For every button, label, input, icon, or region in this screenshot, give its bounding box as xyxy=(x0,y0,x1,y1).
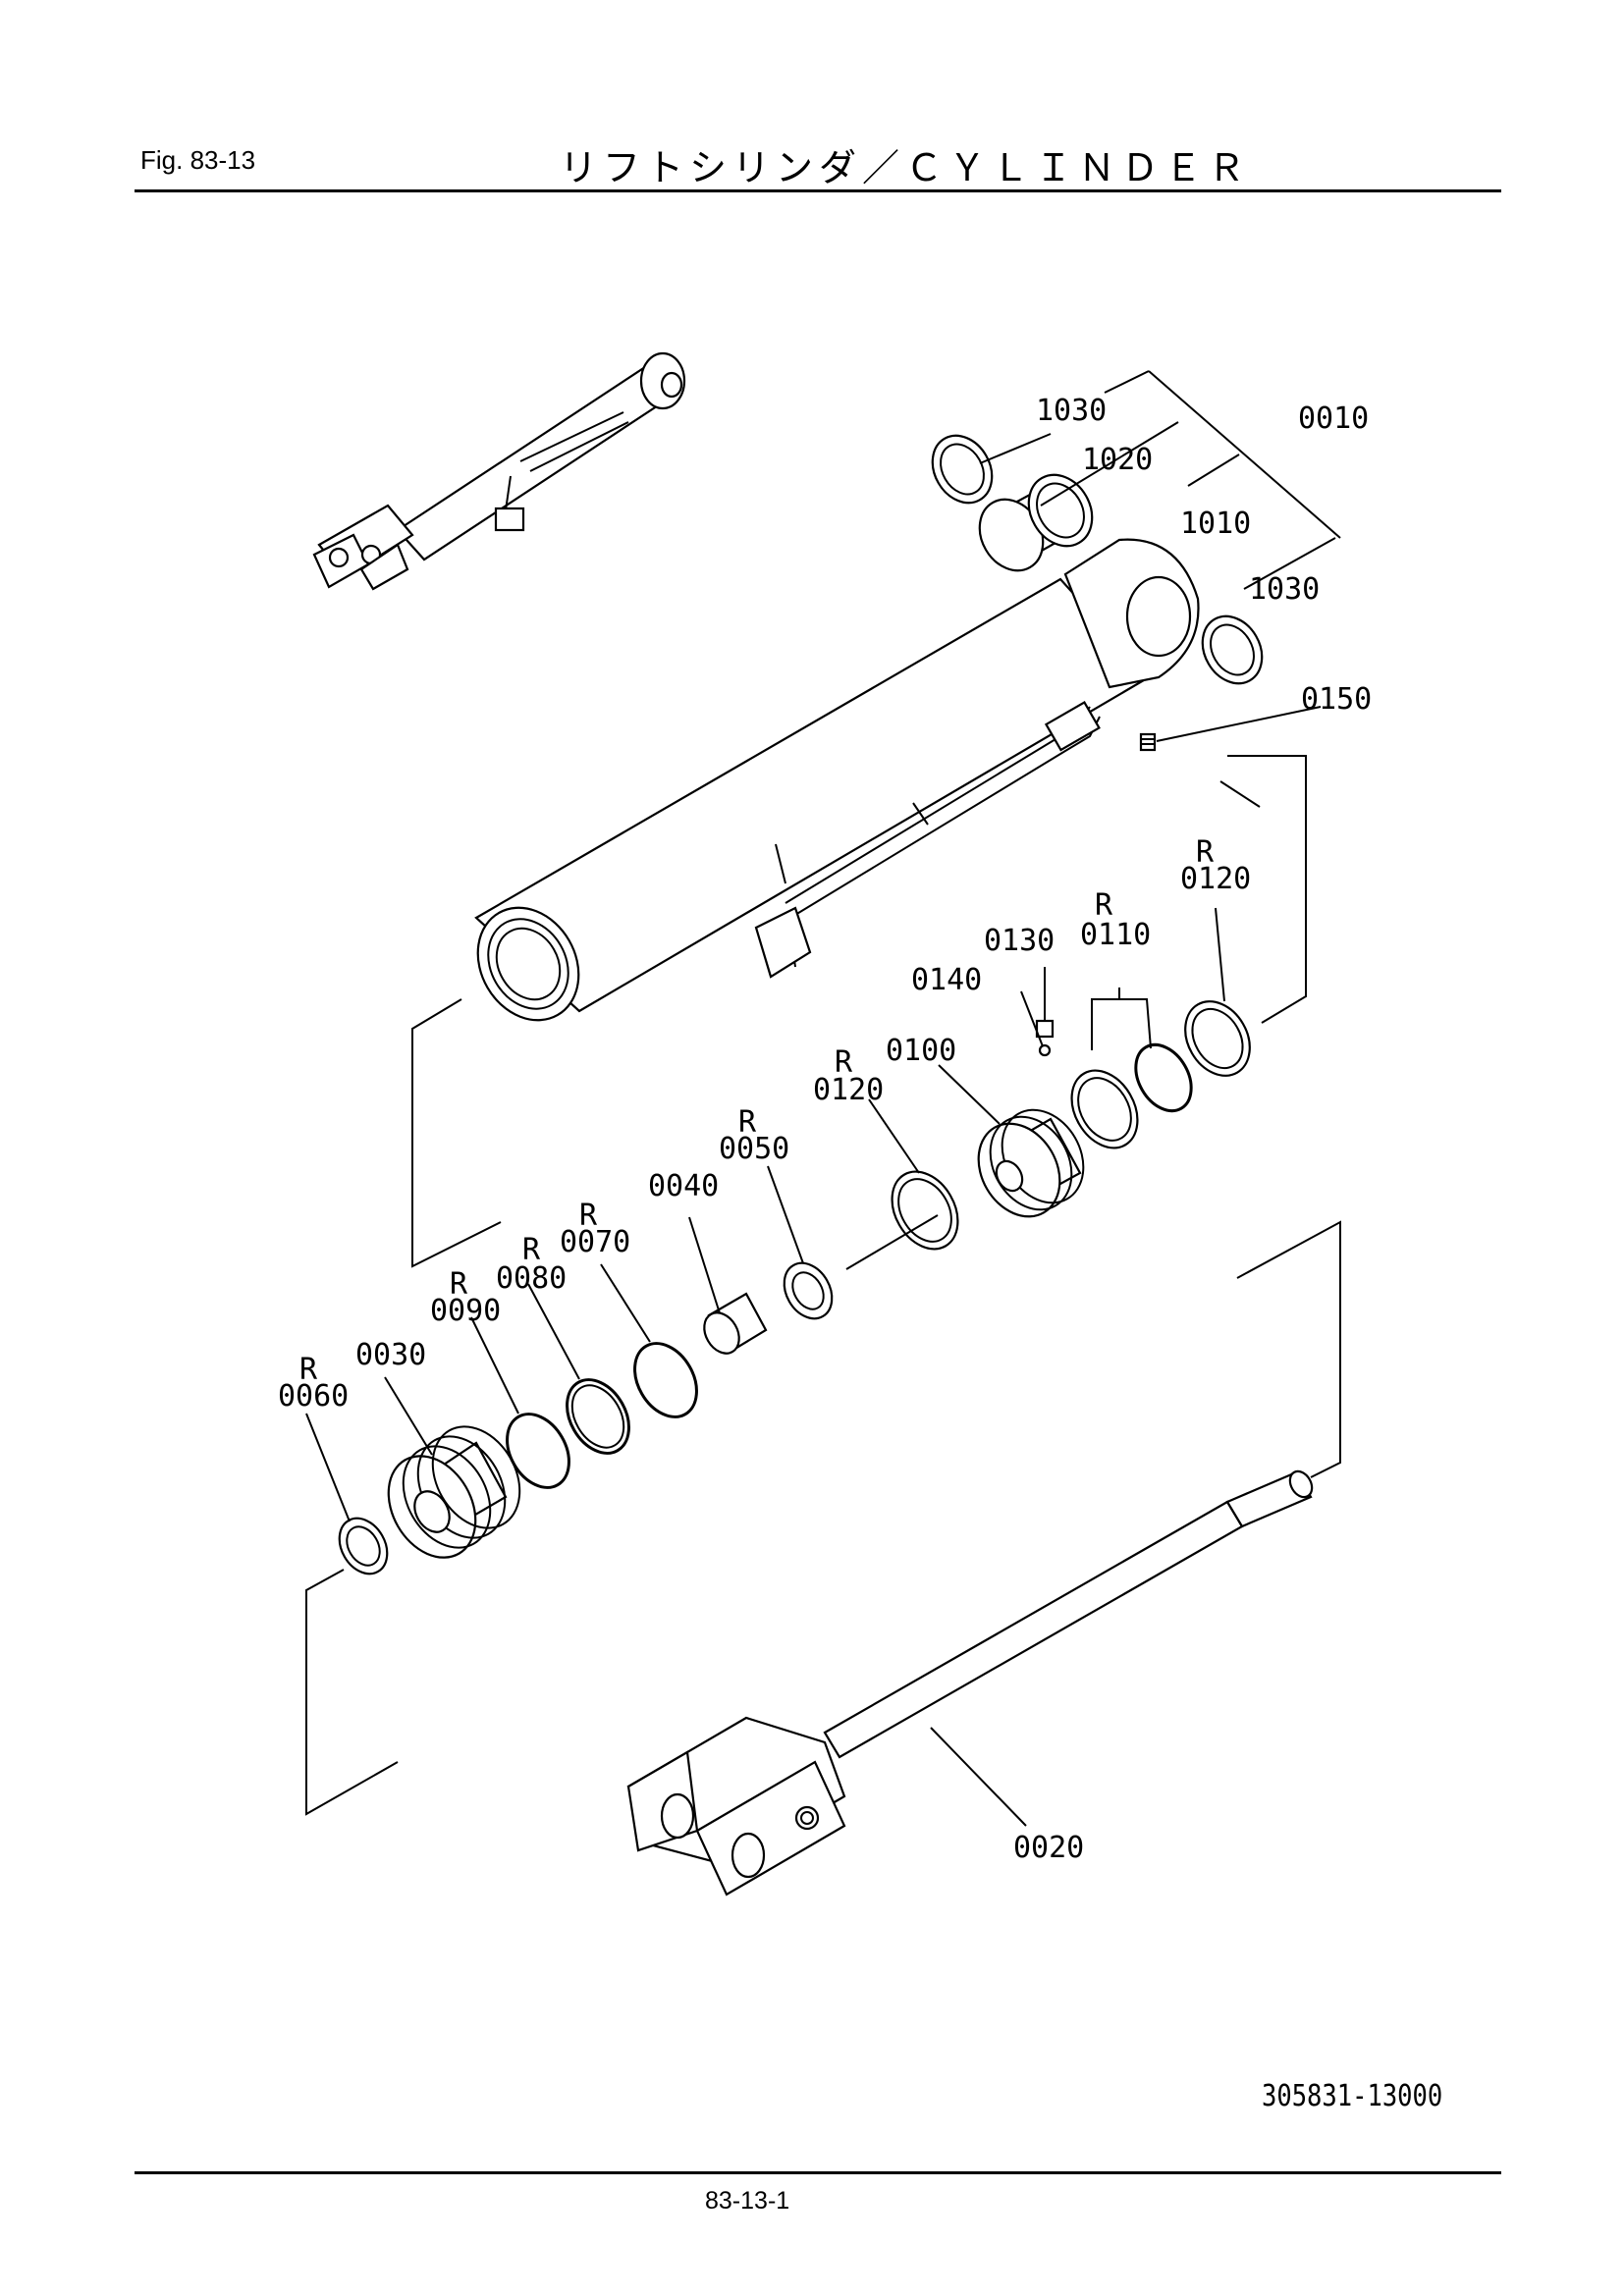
callout-1030-lower: 1030 xyxy=(1249,572,1320,607)
page-title: リフトシリンダ／ＣＹＬＩＮＤＥＲ xyxy=(560,146,1252,189)
alignment-lines xyxy=(305,755,1341,1816)
callout-0060-marker: R xyxy=(299,1353,318,1387)
callout-0090: 0090 xyxy=(430,1294,501,1328)
callout-0050: 0050 xyxy=(719,1132,789,1166)
footer-rule xyxy=(135,2171,1501,2174)
callout-0130: 0130 xyxy=(984,924,1055,958)
callout-0110: 0110 xyxy=(1080,918,1151,952)
callout-0050-marker: R xyxy=(738,1105,757,1140)
page-number: 83-13-1 xyxy=(705,2187,790,2215)
callout-0070: 0070 xyxy=(560,1225,630,1259)
callout-1020: 1020 xyxy=(1082,443,1153,477)
header-rule xyxy=(135,189,1501,192)
callout-0120-right: 0120 xyxy=(1180,862,1251,896)
callout-0030: 0030 xyxy=(355,1338,426,1372)
callout-0060: 0060 xyxy=(278,1379,349,1414)
callout-1030-upper: 1030 xyxy=(1036,394,1107,428)
callout-0120-left-marker: R xyxy=(835,1045,853,1080)
piston-assembly-illustration xyxy=(703,1000,1251,1355)
bushing-and-seal-rings-illustration xyxy=(931,434,1264,752)
callout-0080-marker: R xyxy=(522,1233,541,1267)
callout-0020: 0020 xyxy=(1013,1831,1084,1865)
cylinder-tube-illustration xyxy=(474,538,1200,1022)
callout-0120-left: 0120 xyxy=(813,1073,884,1107)
callout-0010: 0010 xyxy=(1298,401,1369,436)
figure-number: Fig. 83-13 xyxy=(140,145,256,175)
callout-0070-marker: R xyxy=(579,1199,598,1233)
callout-0100: 0100 xyxy=(886,1034,956,1068)
callout-0150: 0150 xyxy=(1301,682,1372,717)
callout-labels: 1030 0010 1020 1010 1030 0150 R 0120 R 0… xyxy=(278,394,1372,1865)
callout-0080: 0080 xyxy=(496,1261,567,1296)
callout-0040: 0040 xyxy=(648,1169,719,1203)
callout-0090-marker: R xyxy=(450,1267,468,1302)
callout-1010: 1010 xyxy=(1180,507,1251,541)
assembly-overview-illustration xyxy=(312,351,686,591)
callout-0140: 0140 xyxy=(911,963,982,997)
drawing-number: 305831-13000 xyxy=(1262,2079,1443,2113)
leader-lines xyxy=(305,370,1341,1827)
callout-0110-marker: R xyxy=(1095,888,1113,923)
callout-0120-right-marker: R xyxy=(1196,835,1215,870)
piston-rod-illustration xyxy=(626,1469,1314,1896)
